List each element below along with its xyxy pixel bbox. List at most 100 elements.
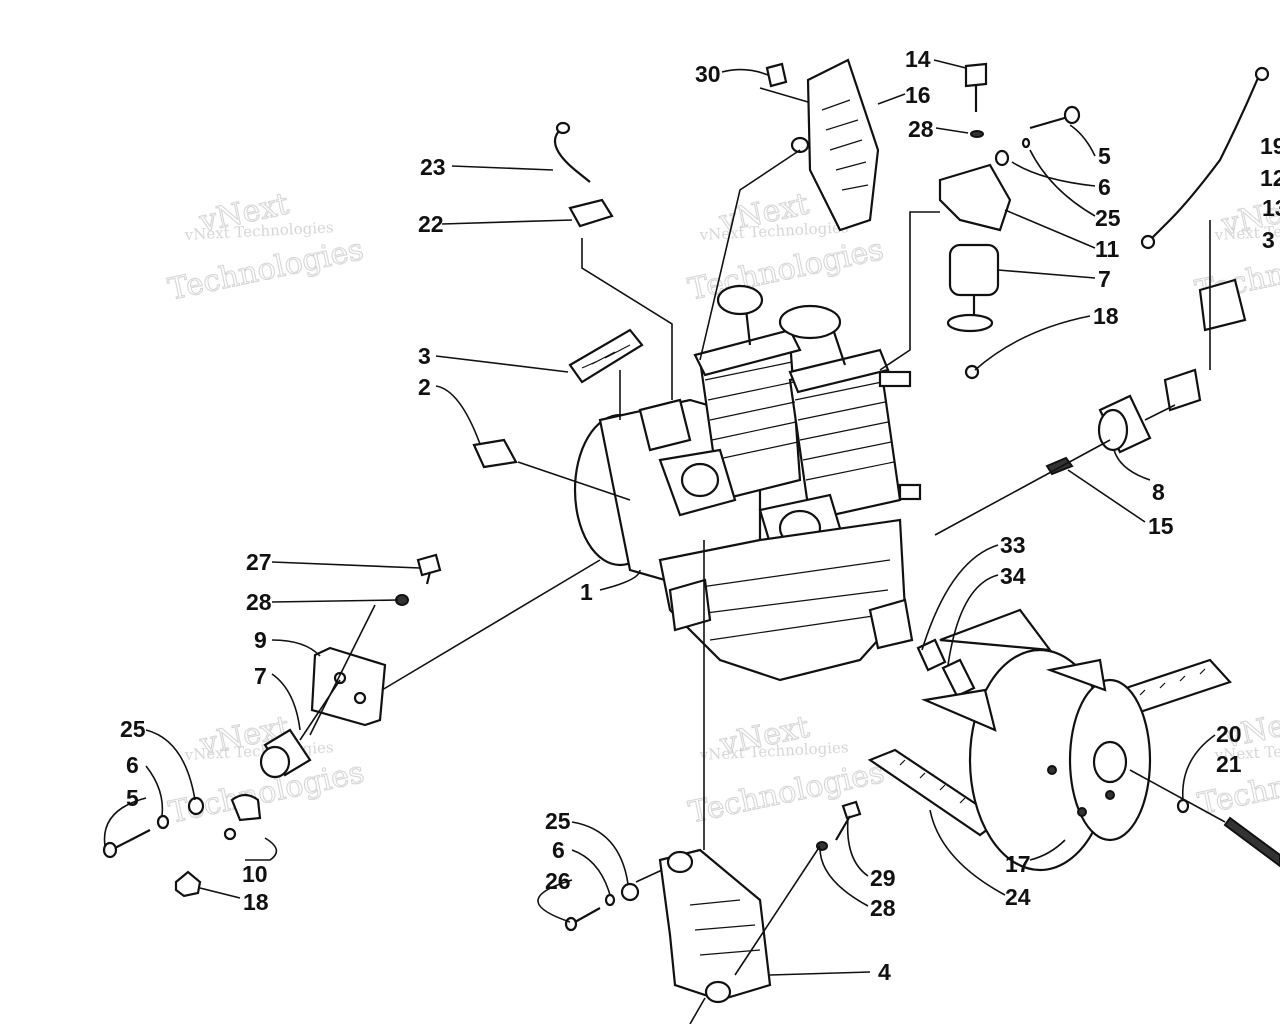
bolt-26-shank — [574, 907, 601, 923]
callout-12: 12 — [1260, 165, 1280, 191]
callout-3: 3 — [418, 343, 431, 369]
pad-2 — [472, 438, 518, 469]
bolt-27-shank — [425, 571, 432, 585]
bracket-hole — [704, 980, 732, 1004]
heat-shield-3 — [568, 328, 644, 384]
clutch-assembly — [867, 608, 1280, 872]
callout-34: 34 — [1000, 563, 1026, 589]
callout-28-left: 28 — [246, 589, 272, 615]
plate-9 — [310, 646, 387, 727]
rubber-mount-face — [259, 745, 291, 779]
callout-6-left: 6 — [126, 752, 139, 778]
nut-18 — [174, 870, 202, 898]
pto-stub — [668, 578, 712, 632]
clutch-fin — [921, 688, 997, 732]
callout-5: 5 — [1098, 143, 1111, 169]
mount-11 — [938, 163, 1012, 232]
callout-3-right: 3 — [1262, 227, 1275, 253]
clutch-hub — [1092, 740, 1128, 784]
nut-18 — [964, 364, 980, 380]
ground-cable-19 — [1149, 77, 1260, 241]
washer-28 — [970, 130, 984, 138]
clip-12 — [1198, 278, 1247, 332]
bracket-hole — [790, 136, 810, 154]
callout-16: 16 — [905, 82, 931, 108]
callout-4: 4 — [878, 959, 891, 985]
callout-6-bottom: 6 — [552, 837, 565, 863]
callout-9: 9 — [254, 627, 267, 653]
washer-6 — [994, 149, 1010, 167]
callout-29: 29 — [870, 865, 896, 891]
bracket-16 — [806, 58, 880, 232]
washer — [223, 827, 237, 841]
callout-17: 17 — [1005, 851, 1031, 877]
callout-labels: 30 16 14 28 5 6 25 11 7 18 19 12 13 3 23… — [120, 46, 1280, 985]
callout-28: 28 — [908, 116, 934, 142]
rubber-mount-base — [946, 313, 994, 333]
bolt-26-head — [564, 916, 578, 932]
callout-11: 11 — [1095, 236, 1120, 262]
bolt-14-head — [964, 62, 988, 88]
bolt-5-shank — [114, 829, 151, 849]
callout-25-left: 25 — [120, 716, 146, 742]
callout-2: 2 — [418, 374, 431, 400]
callout-24: 24 — [1005, 884, 1031, 910]
bolt-27-head — [416, 553, 442, 577]
callout-25-bottom: 25 — [545, 808, 571, 834]
intake-port — [680, 462, 720, 498]
rubber-mount-7 — [948, 243, 1000, 297]
clutch-bolt-21 — [1223, 816, 1280, 868]
washer-25 — [1021, 137, 1031, 149]
callout-21: 21 — [1216, 751, 1242, 777]
callout-28-bottom: 28 — [870, 895, 896, 921]
callout-30: 30 — [695, 61, 721, 87]
bracket-22 — [568, 198, 614, 228]
callout-6: 6 — [1098, 174, 1111, 200]
bracket-hole — [666, 850, 694, 874]
callout-27: 27 — [246, 549, 272, 575]
left-mount-parts — [102, 553, 442, 898]
callout-14: 14 — [905, 46, 931, 72]
washer-10 — [230, 793, 262, 822]
cable-eye — [1254, 66, 1270, 82]
plate-hole — [353, 691, 367, 705]
top-parts — [472, 58, 1270, 476]
spacer-34 — [941, 658, 976, 698]
bottom-bracket-parts — [564, 800, 862, 1004]
callout-33: 33 — [1000, 532, 1026, 558]
bolt-5-shank — [1029, 115, 1069, 130]
cable-eye — [1140, 234, 1156, 250]
watermark-tech: Technologies — [686, 755, 887, 831]
callout-15: 15 — [1148, 513, 1174, 539]
bolt-5-head — [102, 841, 118, 859]
cylinder-head-right — [788, 348, 890, 394]
leader-lines — [103, 59, 1226, 1024]
callout-25: 25 — [1095, 205, 1121, 231]
callout-7-left: 7 — [254, 663, 267, 689]
spacer-33 — [916, 638, 947, 672]
washer-25 — [620, 882, 640, 902]
plug-wire-loop — [716, 284, 764, 316]
clutch-fin — [939, 608, 1053, 652]
clutch-fin — [1045, 658, 1107, 692]
callout-19: 19 — [1260, 133, 1280, 159]
cylinder-head-left — [693, 328, 802, 377]
clutch-bolt — [1105, 790, 1115, 800]
spring-clip-eye — [555, 121, 571, 135]
bolt-29-head — [841, 800, 862, 820]
washer-25 — [187, 796, 205, 816]
callout-10: 10 — [242, 861, 268, 887]
callout-26: 26 — [545, 868, 571, 894]
spring-clip-23 — [553, 129, 591, 183]
mount-tab — [878, 370, 912, 388]
callout-7: 7 — [1098, 266, 1111, 292]
linkage-part — [1163, 368, 1202, 412]
washer-6 — [156, 814, 170, 830]
mount-ear — [638, 398, 692, 452]
clutch-bolt — [1047, 765, 1057, 775]
callout-23: 23 — [420, 154, 446, 180]
callout-18: 18 — [1093, 303, 1119, 329]
mount-tab — [898, 483, 922, 501]
engine-assembly — [573, 284, 922, 682]
